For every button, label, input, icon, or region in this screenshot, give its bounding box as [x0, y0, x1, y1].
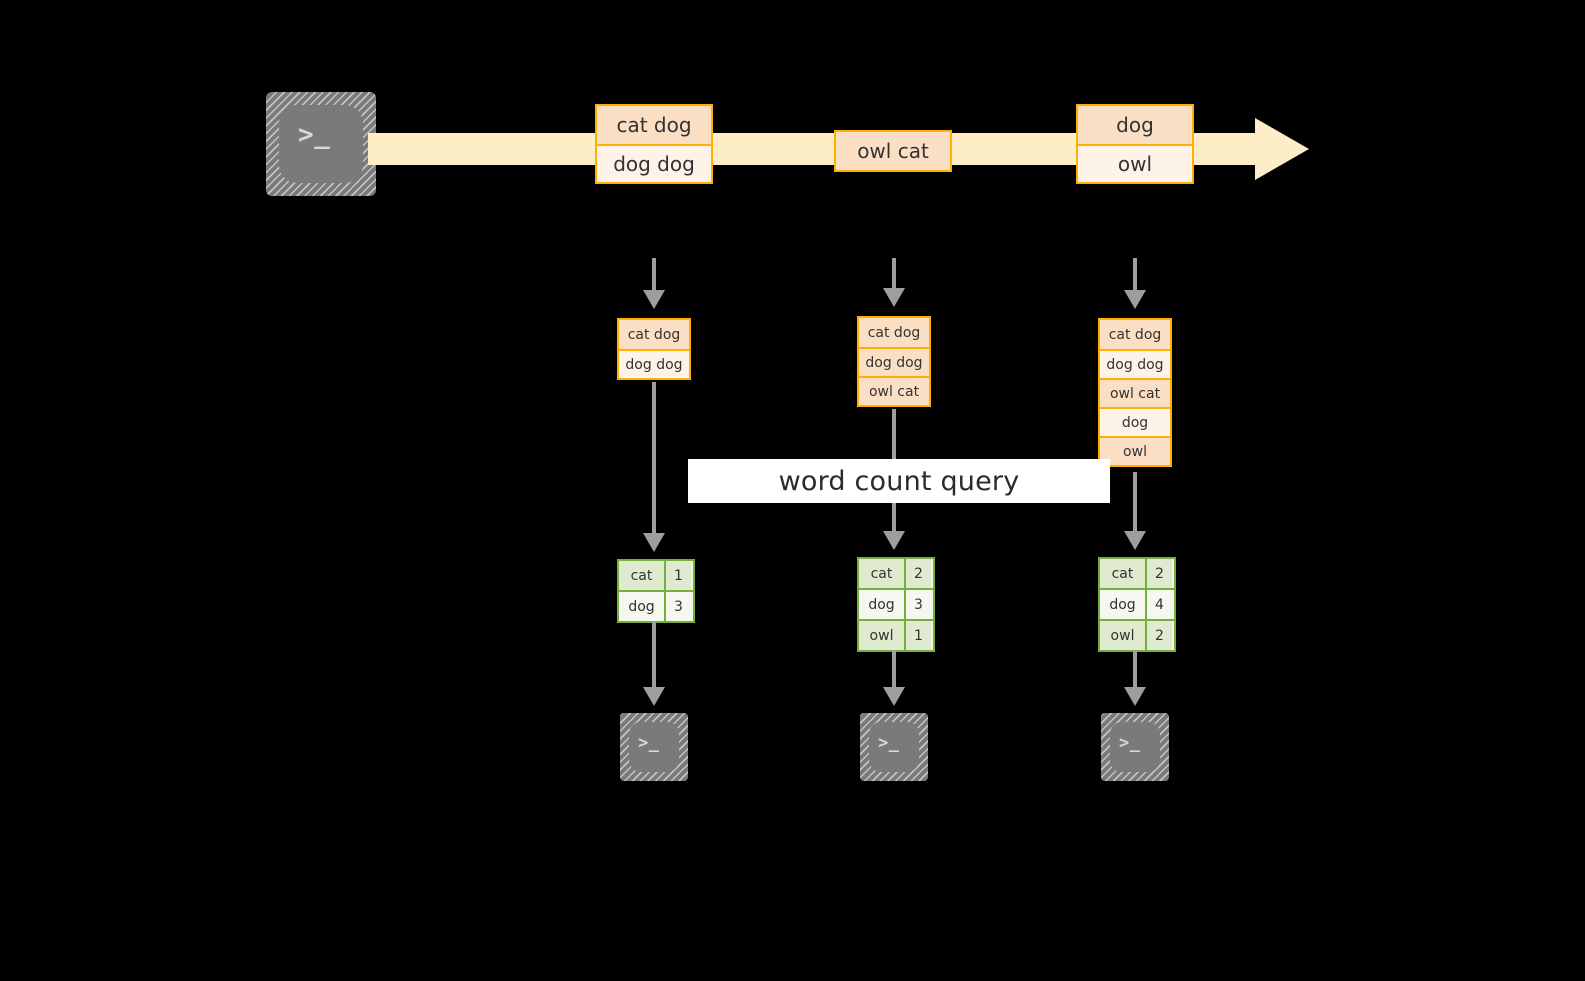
result-count: 1 [666, 561, 691, 590]
stream-record: dog dog [597, 144, 711, 182]
result-to-sink-connector-3 [1133, 650, 1137, 689]
result-to-sink-connector-1 [652, 621, 656, 689]
snapshot-1-records-table[interactable]: cat dog dog dog [617, 318, 691, 380]
arrow-head-icon [1124, 290, 1146, 309]
stream-arrow-head-icon [1255, 118, 1309, 180]
result-count: 2 [1147, 621, 1172, 650]
terminal-prompt-glyph: >_ [638, 733, 660, 753]
snapshot-3-records-table[interactable]: cat dog dog dog owl cat dog owl [1098, 318, 1172, 467]
table-row: dog 3 [859, 588, 933, 619]
result-word: cat [619, 561, 666, 590]
stream-record: cat dog [597, 106, 711, 144]
result-word: dog [619, 592, 666, 621]
result-count: 3 [666, 592, 691, 621]
terminal-prompt-glyph: >_ [298, 120, 331, 150]
result-word: dog [859, 590, 906, 619]
snapshot-3-result-table[interactable]: cat 2 dog 4 owl 2 [1098, 557, 1176, 652]
query-label: word count query [778, 465, 1020, 497]
snapshot-record: dog dog [1100, 349, 1170, 378]
result-to-sink-connector-2 [892, 650, 896, 689]
snapshot-1-result-table[interactable]: cat 1 dog 3 [617, 559, 695, 623]
source-terminal-icon[interactable]: >_ [266, 92, 376, 196]
snapshot-record: dog dog [619, 349, 689, 378]
snapshot-record: dog [1100, 407, 1170, 436]
snapshot-2-sink-terminal-icon[interactable]: >_ [860, 713, 928, 781]
table-row: owl 1 [859, 619, 933, 650]
stream-record-group-1[interactable]: cat dog dog dog [595, 104, 713, 184]
snapshot-to-result-connector-3 [1133, 472, 1137, 535]
arrow-head-icon [1124, 531, 1146, 550]
stream-record-group-3[interactable]: dog owl [1076, 104, 1194, 184]
snapshot-record: cat dog [859, 318, 929, 347]
table-row: cat 1 [619, 561, 693, 590]
terminal-screen [279, 105, 363, 183]
query-label-band: word count query [688, 459, 1110, 503]
snapshot-record: cat dog [619, 320, 689, 349]
result-word: cat [1100, 559, 1147, 588]
terminal-prompt-glyph: >_ [1119, 733, 1141, 753]
stream-record: owl [1078, 144, 1192, 182]
table-row: owl 2 [1100, 619, 1174, 650]
stream-to-snapshot-connector-1 [652, 258, 656, 300]
stream-record-group-2[interactable]: owl cat [834, 130, 952, 172]
result-count: 3 [906, 590, 931, 619]
arrow-head-icon [1124, 687, 1146, 706]
terminal-screen [869, 722, 919, 772]
stream-record: owl cat [836, 132, 950, 170]
snapshot-record: dog dog [859, 347, 929, 376]
arrow-head-icon [643, 687, 665, 706]
result-word: dog [1100, 590, 1147, 619]
snapshot-2-result-table[interactable]: cat 2 dog 3 owl 1 [857, 557, 935, 652]
table-row: cat 2 [859, 559, 933, 588]
snapshot-record: cat dog [1100, 320, 1170, 349]
stream-to-snapshot-connector-3 [1133, 258, 1137, 300]
snapshot-1-sink-terminal-icon[interactable]: >_ [620, 713, 688, 781]
stream-record: dog [1078, 106, 1192, 144]
terminal-screen [629, 722, 679, 772]
arrow-head-icon [883, 531, 905, 550]
snapshot-to-result-connector-1 [652, 382, 656, 537]
arrow-head-icon [643, 533, 665, 552]
terminal-prompt-glyph: >_ [878, 733, 900, 753]
table-row: dog 4 [1100, 588, 1174, 619]
result-count: 2 [906, 559, 931, 588]
snapshot-2-records-table[interactable]: cat dog dog dog owl cat [857, 316, 931, 407]
result-count: 4 [1147, 590, 1172, 619]
terminal-screen [1110, 722, 1160, 772]
result-count: 1 [906, 621, 931, 650]
arrow-head-icon [883, 687, 905, 706]
snapshot-record: owl [1100, 436, 1170, 465]
result-word: cat [859, 559, 906, 588]
result-word: owl [859, 621, 906, 650]
result-count: 2 [1147, 559, 1172, 588]
table-row: dog 3 [619, 590, 693, 621]
result-word: owl [1100, 621, 1147, 650]
stream-to-snapshot-connector-2 [892, 258, 896, 298]
table-row: cat 2 [1100, 559, 1174, 588]
arrow-head-icon [883, 288, 905, 307]
snapshot-record: owl cat [1100, 378, 1170, 407]
snapshot-record: owl cat [859, 376, 929, 405]
arrow-head-icon [643, 290, 665, 309]
snapshot-3-sink-terminal-icon[interactable]: >_ [1101, 713, 1169, 781]
